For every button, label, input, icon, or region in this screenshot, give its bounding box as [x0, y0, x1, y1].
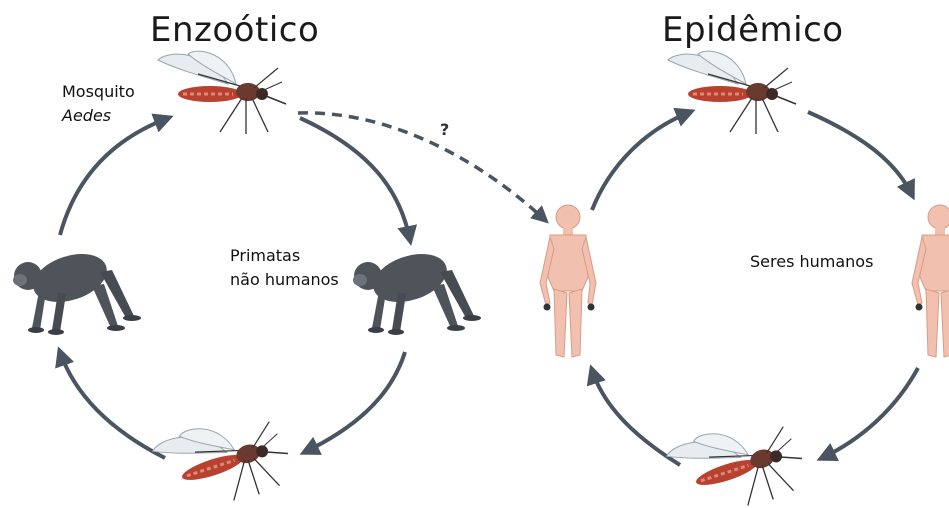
human-left — [540, 205, 596, 357]
human-right — [912, 205, 949, 357]
primate-right — [353, 245, 481, 335]
mosquito-top-left — [158, 51, 286, 134]
enzootic-arrow-top-to-right — [300, 118, 410, 240]
epidemic-arrow-human-to-top — [592, 112, 690, 210]
enzootic-arrow-bottom-to-left — [60, 352, 165, 458]
spillover-dashed-arrow — [298, 113, 545, 220]
epidemic-arrow-right-to-bottom — [822, 368, 918, 458]
mosquito-bottom-right — [664, 408, 811, 508]
epidemic-arrow-bottom-to-human — [592, 370, 680, 465]
enzootic-arrow-right-to-bottom — [305, 352, 405, 452]
epidemic-arrow-top-to-right — [808, 112, 912, 195]
mosquito-top-right — [668, 51, 796, 134]
mosquito-bottom-left — [150, 403, 297, 508]
enzootic-arrow-left-to-top — [60, 118, 168, 235]
primate-left — [13, 245, 141, 335]
spillover-question: ? — [440, 120, 449, 139]
